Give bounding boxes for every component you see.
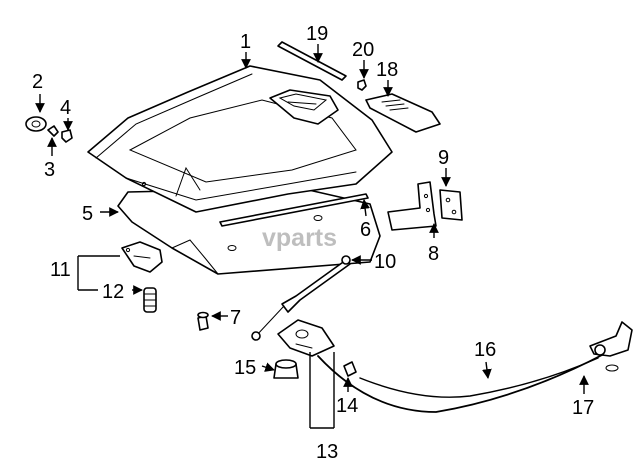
support-rod: [219, 193, 369, 227]
hood-hinge: [387, 181, 437, 231]
hood-latch: [121, 241, 163, 273]
lift-support: [251, 255, 351, 341]
callout-15: 15: [234, 357, 256, 379]
callout-10: 10: [374, 251, 396, 273]
hood-panel: [87, 65, 393, 213]
release-handle: [589, 321, 633, 372]
callout-5: 5: [82, 203, 93, 225]
callout-6: 6: [360, 219, 371, 241]
callout-7: 7: [230, 307, 241, 329]
retainer: [61, 129, 73, 143]
leader-lines: [35, 44, 589, 429]
scoop-insert: [365, 93, 441, 133]
latch-spring: [143, 287, 157, 313]
callout-2: 2: [32, 71, 43, 93]
callout-14: 14: [336, 395, 358, 417]
nut: [47, 125, 59, 137]
hood-scoop: [269, 89, 339, 125]
callout-18: 18: [376, 59, 398, 81]
callout-1: 1: [240, 31, 251, 53]
release-cable-sheath: [359, 357, 599, 398]
callout-12: 12: [102, 281, 124, 303]
callout-3: 3: [44, 159, 55, 181]
latch-assembly: [277, 319, 335, 357]
hood-bumper: [25, 116, 47, 132]
hinge-plate: [439, 189, 463, 221]
callout-4: 4: [60, 97, 71, 119]
callout-13: 13: [316, 441, 338, 463]
callout-11: 11: [50, 259, 71, 281]
bumper: [273, 359, 299, 379]
cable-clip: [343, 361, 357, 377]
callout-9: 9: [438, 147, 449, 169]
callout-19: 19: [306, 23, 328, 45]
callout-20: 20: [352, 39, 374, 61]
callout-8: 8: [428, 243, 439, 265]
callout-17: 17: [572, 397, 594, 419]
callout-numbers: 1 2 3 4 5 6 7 8 9 10 11 12 13 14 15 16 1…: [32, 23, 594, 463]
watermark: vparts: [262, 224, 337, 252]
clip: [357, 79, 367, 91]
release-cable: [317, 345, 627, 413]
callout-16: 16: [474, 339, 496, 361]
bolt: [197, 311, 209, 331]
weatherstrip: [277, 41, 347, 81]
